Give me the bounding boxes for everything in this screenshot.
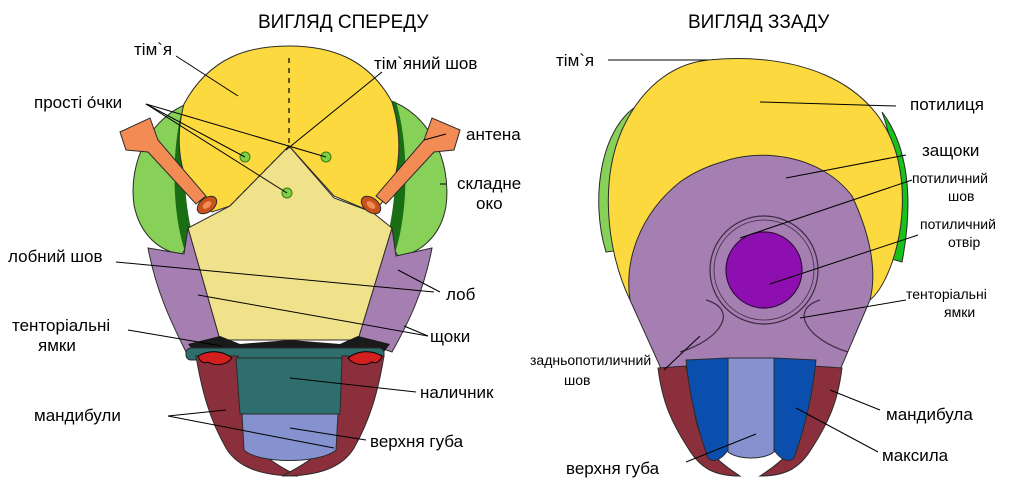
label-labium: верхня губа [566,459,660,478]
back-view-title: ВИГЛЯД ЗЗАДУ [688,12,830,33]
labium [727,357,775,459]
occipital-suture-inner [713,219,815,321]
label-genae: щоки [430,327,470,346]
label-labrum-front: верхня губа [370,432,464,451]
front-view [115,45,461,477]
antenna-right [360,117,461,215]
label-mandibles: мандибули [34,406,121,425]
gena-right [357,227,433,353]
label-frontal-suture: лобний шов [8,247,103,266]
label-occipital-suture-2: шов [948,188,974,204]
label-occipital-foramen-2: отвір [948,234,980,250]
maxilla-right [773,357,817,461]
gena-left [147,227,221,353]
label-postgenae: защоки [922,141,979,160]
mandible-articulation-right [347,351,383,366]
label-compound-eye-2: око [476,194,503,213]
occipital-suture [679,299,849,353]
front-view-title: ВИГЛЯД СПЕРЕДУ [258,12,429,33]
label-ocelli: прості о́чки [34,93,122,112]
label-vertex-front: тім`я [134,40,172,59]
label-occipital-suture-1: потиличний [912,170,988,186]
label-tentorial-pits-front-1: тенторіальні [12,316,110,335]
label-postoccipital-suture-1: задньопотиличний [530,352,651,368]
label-mandible-back: мандибула [886,405,973,424]
label-occiput: потилиця [910,95,984,114]
antenna-left [119,117,218,215]
label-occipital-foramen-1: потиличний [920,216,996,232]
mandible-articulation-left [197,351,233,366]
label-vertex-back: тім`я [556,51,594,70]
label-tentorial-pits-back-1: тенторіальні [906,286,987,302]
occipital-foramen [725,231,803,309]
label-postoccipital-suture-2: шов [564,372,590,388]
labrum [241,413,339,461]
label-antenna: антена [466,125,521,144]
label-compound-eye-1: складне [457,174,521,193]
label-tentorial-pits-front-2: ямки [38,336,76,355]
label-tentorial-pits-back-2: ямки [944,304,975,320]
back-view [598,58,919,477]
maxilla-left [685,357,729,461]
label-frons: лоб [446,285,476,304]
label-coronal-suture: тім`яний шов [374,54,477,73]
label-clypeus: наличник [420,383,494,402]
clypeus [235,357,343,415]
label-maxilla: максила [882,446,949,465]
